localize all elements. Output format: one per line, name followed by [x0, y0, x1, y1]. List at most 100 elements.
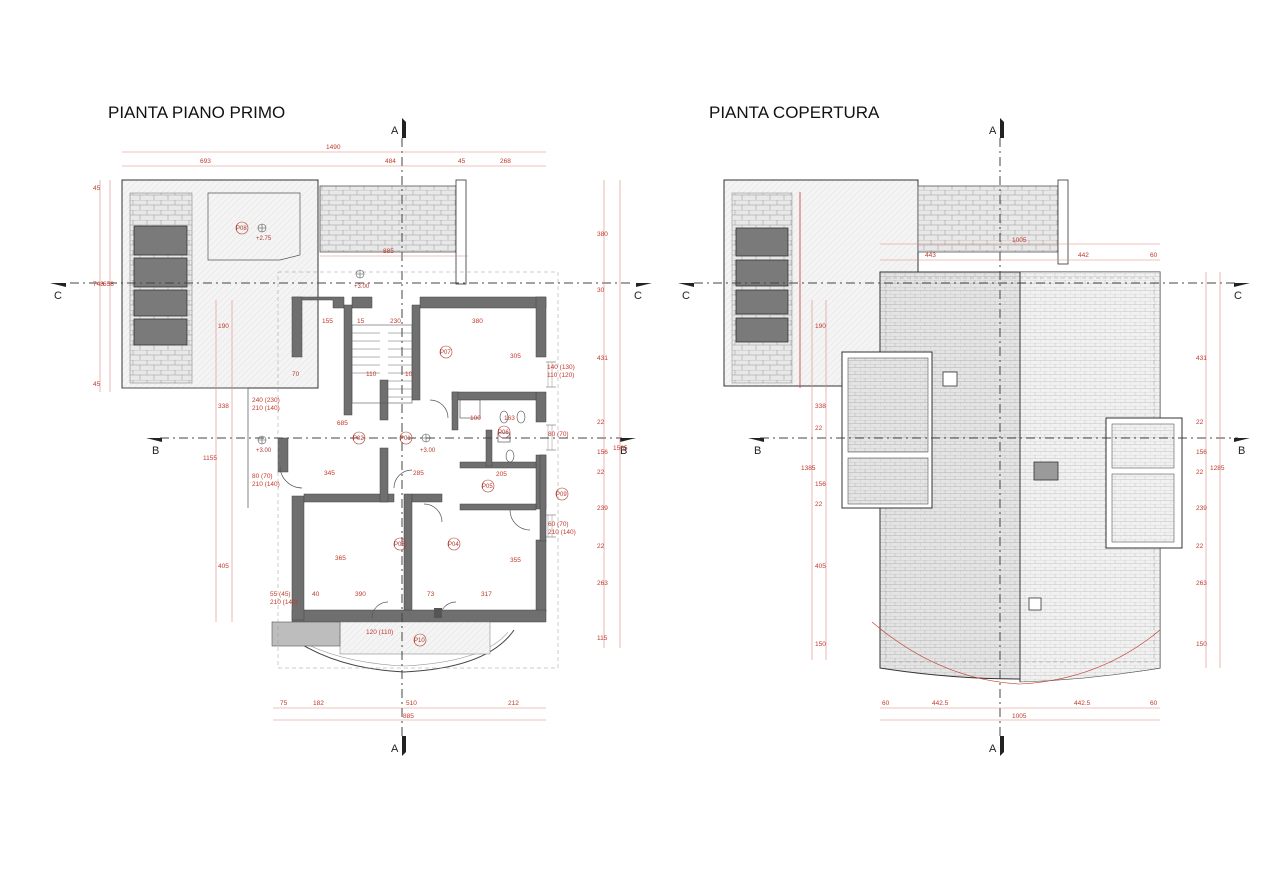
dim-right-5: 156 — [597, 449, 608, 456]
roof-dim-right-7: 263 — [1196, 580, 1207, 587]
svg-text:+3.00: +3.00 — [256, 448, 272, 454]
door-dim-12: 120 (110) — [366, 629, 393, 636]
room-tag-p01: P01 — [399, 431, 413, 445]
door-dim-10: 60 (70) — [548, 521, 569, 528]
svg-text:A: A — [391, 125, 399, 137]
roof-dim-right-6: 22 — [1196, 543, 1204, 550]
svg-text:P05: P05 — [482, 484, 493, 490]
section-marker-c-left-roof: C — [678, 283, 694, 302]
balcony-outline — [871, 621, 1161, 685]
svg-text:P07: P07 — [440, 350, 451, 356]
dim-top-1: 693 — [200, 158, 211, 165]
dim-room-345: 345 — [324, 470, 335, 477]
dim-room-685: 685 — [337, 420, 348, 427]
stairs — [351, 324, 413, 404]
svg-text:+3.00: +3.00 — [420, 448, 436, 454]
svg-text:B: B — [1238, 445, 1245, 457]
svg-text:A: A — [989, 743, 997, 755]
door-dim-6: 210 (140) — [270, 599, 298, 606]
door-swing-5 — [509, 509, 531, 531]
svg-text:C: C — [54, 290, 62, 302]
roof-dim-top-1: 443 — [925, 252, 936, 259]
svg-text:P04: P04 — [448, 542, 459, 548]
svg-text:+3.00: +3.00 — [354, 284, 370, 290]
door-dim-11: 210 (140) — [548, 529, 576, 536]
toilet-2 — [505, 449, 515, 463]
gutter-line — [885, 277, 1155, 663]
outer-wall-east-1 — [535, 296, 547, 358]
svg-text:P06: P06 — [498, 430, 509, 436]
door-dim-5: 55 (45) — [270, 591, 291, 598]
terrace-planter-1 — [133, 225, 188, 256]
bidet-1 — [516, 410, 526, 424]
door-swing-3 — [393, 469, 413, 489]
section-marker-c-right-roof: C — [1234, 283, 1250, 302]
terrace-planter-3 — [133, 289, 188, 317]
svg-text:A: A — [391, 743, 399, 755]
dim-top-total: 1490 — [326, 144, 341, 151]
svg-text:P09: P09 — [556, 492, 567, 498]
stair-wall-right — [411, 304, 421, 401]
roof-dim-bottom-4: 60 — [1150, 700, 1158, 707]
roof-dim-bottom-1: 60 — [882, 700, 890, 707]
svg-text:C: C — [682, 290, 690, 302]
section-marker-b-left-roof: B — [748, 438, 764, 457]
dim-room-155: 155 — [322, 318, 333, 325]
roof-planter-4 — [735, 317, 789, 343]
door-dim-8: 110 (120) — [547, 372, 574, 379]
roof-strip-tiles — [319, 185, 457, 253]
south-balcony-floor — [339, 621, 491, 655]
bath-wall-left — [451, 391, 459, 431]
dim-right-3: 431 — [597, 355, 608, 362]
dim-room-305: 305 — [510, 353, 521, 360]
section-marker-a-top-right: A — [989, 118, 1004, 138]
chimney — [1033, 461, 1059, 481]
roof-dim-left-1: 190 — [815, 323, 826, 330]
svg-text:P02: P02 — [353, 436, 364, 442]
level-marker-upper: +3.00 — [354, 269, 370, 290]
right-plan-title: PIANTA COPERTURA — [709, 103, 880, 122]
roof-terrace-paving — [731, 192, 793, 384]
svg-text:P01: P01 — [400, 436, 411, 442]
dim-room-100: 100 — [470, 415, 481, 422]
bath-wall-divider — [485, 429, 493, 467]
dim-right-10: 115 — [597, 635, 608, 642]
door-dim-2: 210 (140) — [252, 481, 280, 488]
dim-right-8: 22 — [597, 543, 605, 550]
section-marker-a-top-left: A — [391, 118, 406, 138]
level-marker-terrace: +2.75 — [256, 223, 272, 242]
dim-bottom-total: 885 — [403, 713, 414, 720]
main-roof-east-pitch — [1019, 271, 1161, 683]
roof-planter-1 — [735, 227, 789, 257]
roof-dim-right-4: 22 — [1196, 469, 1204, 476]
vent-2 — [1028, 597, 1042, 611]
interior-wall-south-1 — [303, 493, 395, 503]
dim-top-2: 484 — [385, 158, 396, 165]
room-tag-p04: P04 — [447, 537, 461, 551]
svg-text:+2.75: +2.75 — [256, 236, 272, 242]
dim-left-1: 45 — [93, 185, 101, 192]
dim-right-total: 1565 — [613, 445, 628, 452]
roof-plan: A A C C B B 1005 443 442 60 — [678, 118, 1250, 756]
terrace-step — [207, 192, 301, 261]
roof-dim-right-5: 239 — [1196, 505, 1207, 512]
door-swing-1 — [279, 465, 303, 489]
dimension-lines-right — [811, 243, 1221, 721]
dimension-lines-left — [99, 151, 621, 721]
room-tag-p08: P08 — [235, 221, 249, 235]
section-marker-c-right: C — [634, 283, 652, 302]
svg-text:B: B — [620, 445, 627, 457]
dim-depth-885: 885 — [383, 248, 394, 255]
roof-dim-right-total: 1285 — [1210, 465, 1225, 472]
chimney-wall — [455, 179, 467, 285]
dim-room-40: 40 — [312, 591, 320, 598]
svg-text:C: C — [1234, 290, 1242, 302]
bath-wall-mid — [459, 461, 537, 469]
roof-dim-left-4: 22 — [815, 425, 823, 432]
dim-left-4: 45 — [93, 381, 101, 388]
interior-wall-vertical-2 — [403, 493, 413, 611]
roof-planter-3 — [735, 289, 789, 315]
level-marker-center: +3.00 — [420, 433, 436, 454]
outer-wall-west-3 — [291, 495, 305, 621]
